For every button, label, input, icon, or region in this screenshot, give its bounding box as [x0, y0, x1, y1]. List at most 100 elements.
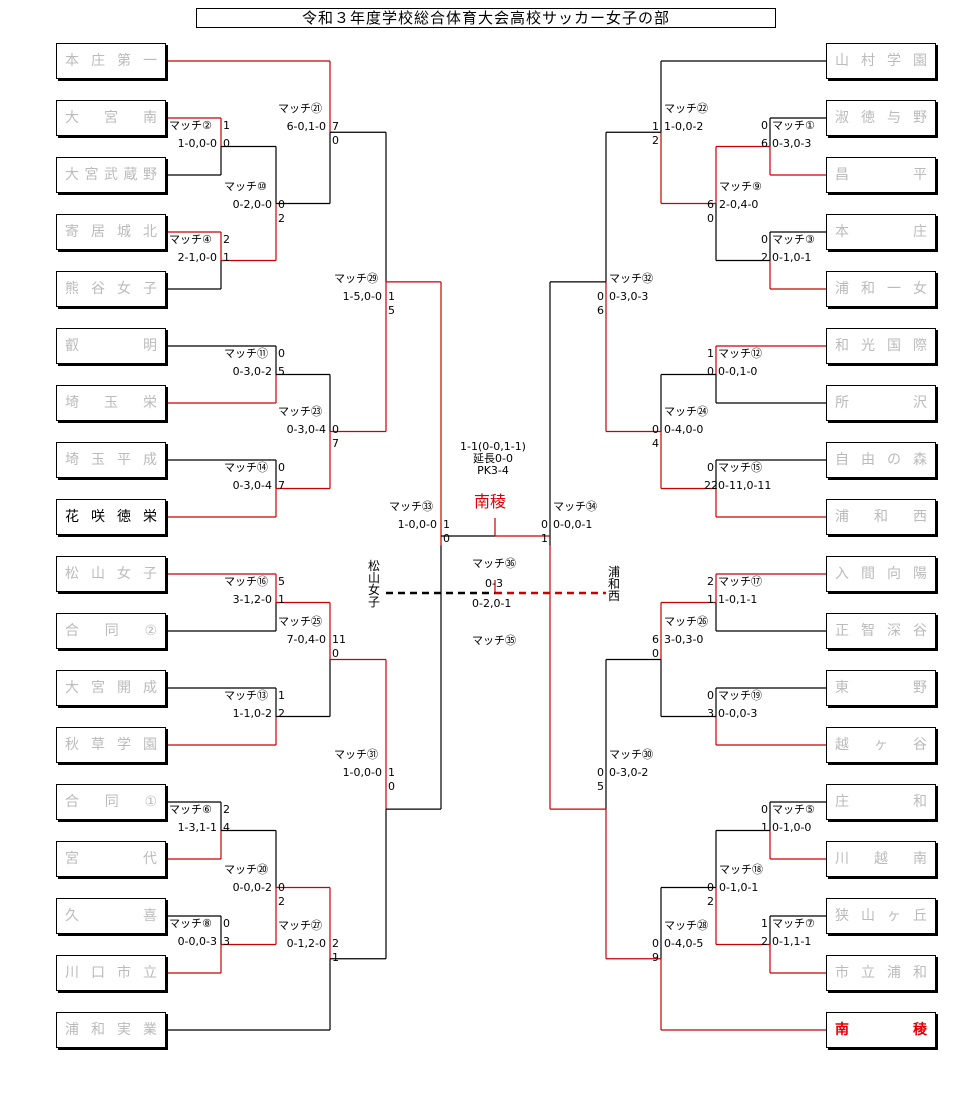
- final-extra-time: 延長0-0: [473, 452, 513, 465]
- team-name-char: 宮: [65, 851, 79, 867]
- score-b: 5: [597, 780, 604, 793]
- team-name-char: 越: [874, 851, 888, 867]
- team-right[interactable]: 越ヶ谷: [826, 727, 936, 763]
- team-name-char: 埼: [65, 395, 79, 411]
- team-name-char: 草: [91, 737, 105, 753]
- team-name-char: 本: [835, 224, 849, 240]
- team-name-char: 庄: [91, 53, 105, 69]
- team-name-char: 稜: [913, 1022, 927, 1038]
- team-name-char: 本: [65, 53, 79, 69]
- champion-label: 南稜: [474, 492, 507, 511]
- match-score: 0-0,0-3: [177, 935, 217, 948]
- team-name-char: 南: [835, 1022, 849, 1038]
- match-score: 1-1,0-2: [232, 707, 272, 720]
- team-left[interactable]: 浦和実業: [56, 1012, 166, 1048]
- team-name-char: の: [887, 452, 901, 468]
- match-label: マッチ㉓: [278, 405, 322, 418]
- match-label: マッチ⑧: [169, 917, 212, 930]
- team-left[interactable]: 熊谷女子: [56, 271, 166, 307]
- match-score: 0-4,0-5: [664, 937, 704, 950]
- team-name-char: 成: [143, 680, 157, 696]
- team-left[interactable]: 大宮武蔵野: [56, 157, 166, 193]
- team-name-char: 淑: [835, 110, 849, 126]
- match-label: マッチ⑰: [718, 575, 762, 588]
- team-right[interactable]: 入間向陽: [826, 556, 936, 592]
- match-label: マッチ⑲: [718, 689, 762, 702]
- team-right[interactable]: 浦和一女: [826, 271, 936, 307]
- match-label: マッチ㉜: [609, 272, 653, 285]
- team-name-char: 沢: [913, 395, 927, 411]
- team-right[interactable]: 本庄: [826, 214, 936, 250]
- score-b: 2: [707, 895, 714, 908]
- team-name-char: 一: [887, 281, 901, 297]
- match-score: 0-0,0-3: [718, 707, 758, 720]
- team-right[interactable]: 昌平: [826, 157, 936, 193]
- team-left[interactable]: 花咲徳栄: [56, 499, 166, 535]
- team-left[interactable]: 大宮開成: [56, 670, 166, 706]
- match-label: マッチ⑪: [224, 347, 268, 360]
- team-name-char: 学: [887, 53, 901, 69]
- team-left[interactable]: 松山女子: [56, 556, 166, 592]
- match-score: 2-1,0-0: [177, 251, 217, 264]
- team-right[interactable]: 南稜: [826, 1012, 936, 1048]
- match-score: 1-0,0-0: [342, 766, 382, 779]
- score-b: 1: [761, 821, 768, 834]
- score-b: 2: [761, 935, 768, 948]
- team-left[interactable]: 埼玉平成: [56, 442, 166, 478]
- team-left[interactable]: 宮代: [56, 841, 166, 877]
- team-right[interactable]: 狭山ヶ丘: [826, 898, 936, 934]
- team-right[interactable]: 市立浦和: [826, 955, 936, 991]
- match-score: 3-0,3-0: [664, 633, 704, 646]
- team-left[interactable]: 大宮南: [56, 100, 166, 136]
- score-b: 0: [332, 134, 339, 147]
- score-b: 2: [652, 134, 659, 147]
- team-right[interactable]: 所沢: [826, 385, 936, 421]
- team-name-char: 一: [143, 53, 157, 69]
- team-right[interactable]: 淑徳与野: [826, 100, 936, 136]
- team-right[interactable]: 庄和: [826, 784, 936, 820]
- match-score: 0-1,0-1: [719, 881, 759, 894]
- team-left[interactable]: 叡明: [56, 328, 166, 364]
- match-score: 0-3,0-3: [772, 137, 812, 150]
- match-label: マッチ㉑: [278, 102, 322, 115]
- team-right[interactable]: 浦和西: [826, 499, 936, 535]
- score-b: 3: [707, 707, 714, 720]
- team-left[interactable]: 秋草学園: [56, 727, 166, 763]
- score-a: 0: [707, 689, 714, 702]
- team-right[interactable]: 自由の森: [826, 442, 936, 478]
- match-label: マッチ㉞: [553, 500, 597, 513]
- team-name-char: 業: [143, 1022, 157, 1038]
- score-b: 9: [652, 951, 659, 964]
- team-right[interactable]: 和光国際: [826, 328, 936, 364]
- team-left[interactable]: 川口市立: [56, 955, 166, 991]
- score-b: 0: [443, 532, 450, 545]
- match-score: 0-3,0-2: [232, 365, 272, 378]
- match-score: 1-0,0-2: [664, 120, 704, 133]
- team-name-char: 実: [117, 1022, 131, 1038]
- team-right[interactable]: 正智深谷: [826, 613, 936, 649]
- team-name-char: 西: [913, 509, 927, 525]
- team-name-char: 北: [143, 224, 157, 240]
- team-name-char: 山: [861, 908, 875, 924]
- team-name-char: 和: [874, 509, 888, 525]
- team-name-char: ヶ: [887, 908, 901, 924]
- score-b: 1: [541, 532, 548, 545]
- team-right[interactable]: 川越南: [826, 841, 936, 877]
- team-left[interactable]: 埼玉栄: [56, 385, 166, 421]
- team-name-char: 正: [835, 623, 849, 639]
- team-name-char: 谷: [91, 281, 105, 297]
- team-right[interactable]: 山村学園: [826, 43, 936, 79]
- team-right[interactable]: 東野: [826, 670, 936, 706]
- team-name-char: 和: [91, 1022, 105, 1038]
- team-name-char: 智: [861, 623, 875, 639]
- match-score: 0-1,1-1: [772, 935, 812, 948]
- match-label: マッチ⑥: [169, 803, 212, 816]
- match-label: マッチ㉘: [664, 919, 708, 932]
- team-left[interactable]: 久喜: [56, 898, 166, 934]
- team-name-char: 口: [91, 965, 105, 981]
- team-left[interactable]: 本庄第一: [56, 43, 166, 79]
- match-score: 1-0,0-0: [397, 518, 437, 531]
- team-left[interactable]: 寄居城北: [56, 214, 166, 250]
